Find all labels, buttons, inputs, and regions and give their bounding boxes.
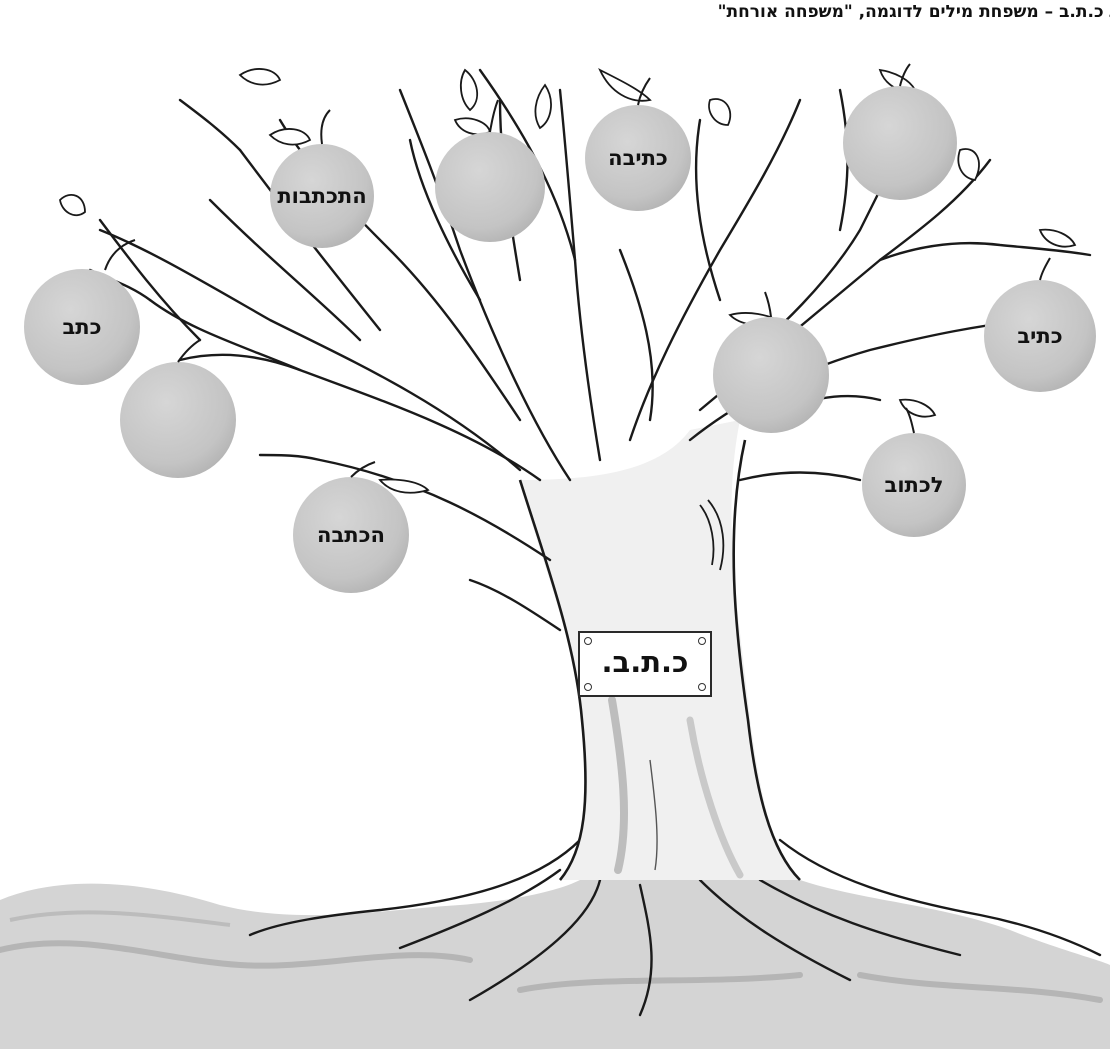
fruit-hitkatvut — [270, 144, 374, 248]
fruit-label-kativ: כתיב — [1017, 324, 1063, 348]
fruit-label-katav: כתב — [62, 315, 102, 339]
leaves — [59, 68, 1077, 494]
page-title: ⲁ כ.ת.ב – משפחת מילים לדוגמה, "משפחה אור… — [717, 2, 1110, 22]
ground — [0, 880, 1110, 1049]
fruit-blank-top-center — [435, 132, 545, 242]
fruit-label-lichtov: לכתוב — [884, 473, 944, 497]
fruits — [24, 86, 1096, 593]
screw-icon — [584, 637, 592, 645]
fruit-label-hitkatvut: התכתבות — [277, 184, 367, 208]
fruit-blank-top-right — [843, 86, 957, 200]
fruit-label-hachtava: הכתבה — [317, 523, 385, 547]
fruit-stems — [104, 63, 1051, 478]
fruit-kativ — [984, 280, 1096, 392]
fruit-lichtov — [862, 433, 966, 537]
screw-icon — [584, 683, 592, 691]
fruit-blank-left — [120, 362, 236, 478]
screw-icon — [698, 637, 706, 645]
roots — [248, 838, 1102, 1017]
fruit-hachtava — [293, 477, 409, 593]
fruit-katav — [24, 269, 140, 385]
fruit-label-ktiva: כתיבה — [608, 146, 668, 170]
root-sign-label: כ.ת.ב. — [601, 645, 689, 679]
fruit-blank-center — [713, 317, 829, 433]
fruit-ktiva — [585, 105, 691, 211]
root-sign: כ.ת.ב. — [578, 631, 712, 697]
screw-icon — [698, 683, 706, 691]
